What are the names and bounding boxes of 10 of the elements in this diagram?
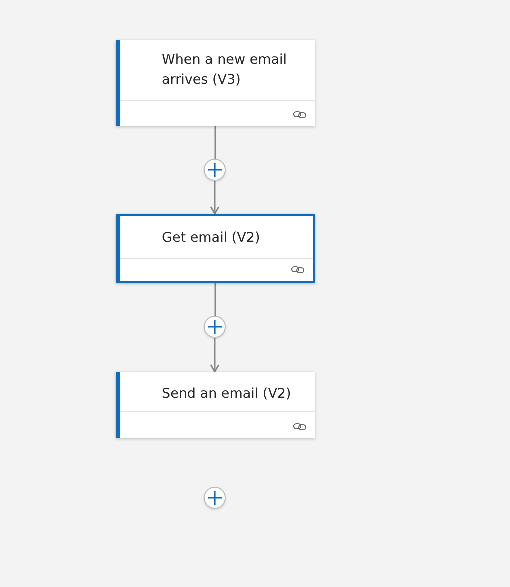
arrow bbox=[210, 181, 220, 215]
arrow bbox=[210, 338, 220, 373]
action-card bbox=[116, 372, 315, 438]
action-title: When a new email arrives (V3) bbox=[162, 51, 288, 90]
action-card bbox=[116, 214, 315, 283]
action-title: Get email (V2) bbox=[162, 229, 262, 248]
connector-line bbox=[214, 126, 216, 159]
connector-line bbox=[214, 283, 216, 316]
action-card bbox=[116, 40, 315, 126]
action-title: Send an email (V2) bbox=[162, 385, 292, 404]
